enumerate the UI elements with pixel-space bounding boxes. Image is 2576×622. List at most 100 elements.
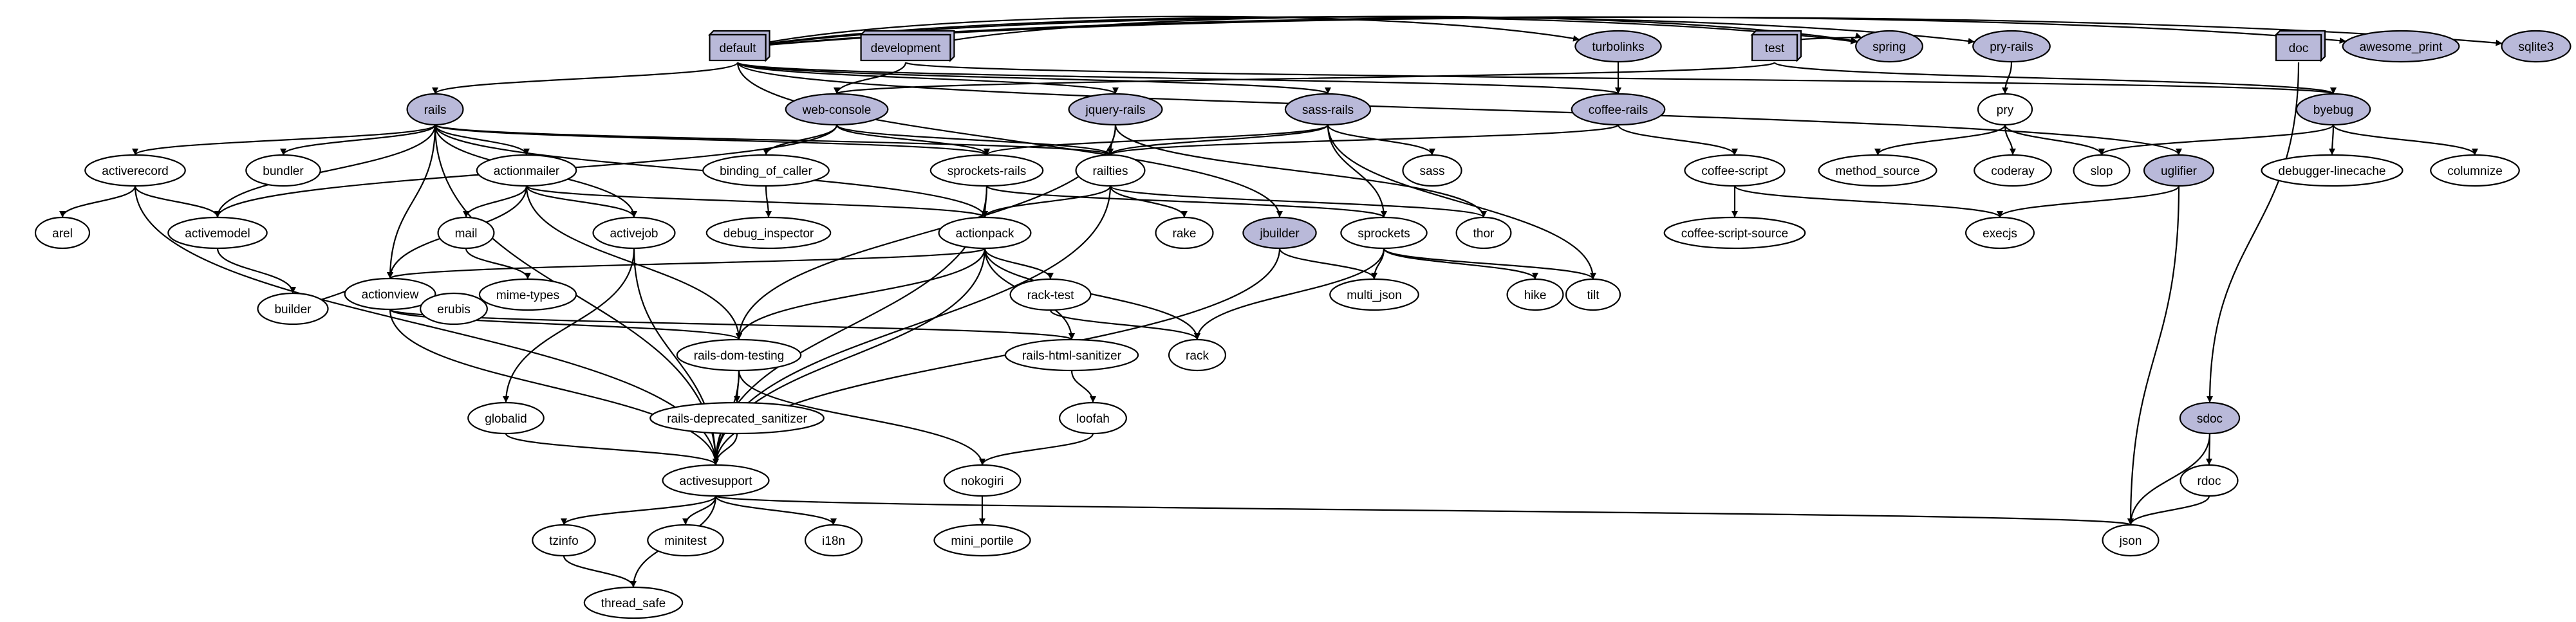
edge-rails-to-bundler: [280, 124, 436, 156]
node-awesome_print: awesome_print: [2342, 30, 2460, 63]
node-actionmailer: actionmailer: [476, 154, 577, 187]
node-label-pry-rails: pry-rails: [1990, 41, 2033, 54]
node-label-sprockets-rails: sprockets-rails: [947, 165, 1026, 178]
node-label-mime-types: mime-types: [496, 289, 559, 302]
edge-development-to-byebug: [904, 61, 2337, 95]
node-shape-rails: [406, 93, 464, 126]
edge-uglifier-to-execjs: [1997, 185, 2180, 218]
edge-sass-rails-to-sprockets: [1327, 124, 1387, 218]
node-tzinfo: tzinfo: [532, 524, 596, 557]
node-arel: arel: [34, 216, 91, 250]
node-sprockets-rails: sprockets-rails: [929, 154, 1044, 187]
edge-rails-to-activerecord: [132, 123, 436, 156]
node-label-rack-test: rack-test: [1027, 289, 1075, 302]
node-shape-tilt: [1565, 278, 1621, 311]
node-label-minitest: minitest: [664, 535, 707, 548]
node-label-i18n: i18n: [822, 535, 845, 548]
edge-rails-to-sprockets-rails: [434, 123, 990, 156]
node-shape-json: [2102, 524, 2160, 557]
node-shape-mini_portile: [933, 524, 1031, 557]
node-label-web-console: web-console: [802, 104, 872, 117]
node-minitest: minitest: [647, 524, 724, 557]
node-shape-awesome_print: [2342, 30, 2460, 63]
node-shape-byebug: [2295, 93, 2371, 126]
node-label-spring: spring: [1872, 41, 1906, 54]
node-shape-slop: [2073, 154, 2131, 187]
node-shape-arel: [34, 216, 91, 250]
node-globalid: globalid: [467, 401, 545, 435]
edge-default-to-uglifier: [736, 62, 2182, 156]
edge-actionmailer-to-actionpack: [525, 185, 988, 219]
edge-coffee-script-to-execjs: [1733, 185, 2003, 219]
node-debug_inspector: debug_inspector: [705, 216, 832, 250]
node-label-mini_portile: mini_portile: [951, 535, 1013, 548]
edge-railties-to-thor: [1109, 185, 1487, 219]
edge-activesupport-to-i18n: [714, 495, 837, 526]
node-loofah: loofah: [1059, 401, 1127, 435]
node-shape-activejob: [592, 216, 676, 250]
node-label-rails: rails: [424, 104, 447, 117]
edge-actionpack-to-rack-test: [984, 248, 1054, 280]
node-actionpack: actionpack: [938, 216, 1032, 250]
node-shape-mail: [437, 216, 495, 250]
node-shape-builder: [257, 292, 329, 325]
edge-sass-rails-to-sprockets-rails: [984, 123, 1329, 156]
node-shape-coffee-script: [1684, 154, 1786, 187]
node-uglifier: uglifier: [2143, 154, 2215, 187]
node-box-default: [709, 33, 767, 62]
edge-binding_of_caller-to-debug_inspector: [765, 185, 772, 218]
node-box-development: [860, 33, 951, 62]
node-shape-spring: [1855, 30, 1923, 63]
edge-pry-to-coderay: [2004, 124, 2016, 156]
node-label-builder: builder: [274, 303, 312, 316]
edge-mail-to-mime-types: [465, 248, 531, 280]
node-label-awesome_print: awesome_print: [2360, 41, 2443, 54]
node-label-coffee-script: coffee-script: [1701, 165, 1768, 178]
node-multi_json: multi_json: [1329, 278, 1419, 311]
node-shape-nokogiri: [943, 464, 1022, 497]
node-pry: pry: [1977, 93, 2033, 126]
edge-loofah-to-nokogiri: [979, 433, 1094, 466]
node-label-turbolinks: turbolinks: [1592, 41, 1644, 54]
node-label-activemodel: activemodel: [185, 227, 250, 241]
edge-actionmailer-to-mail: [463, 185, 528, 218]
edge-byebug-to-debugger-linecache: [2329, 124, 2336, 156]
node-label-globalid: globalid: [485, 412, 527, 426]
node-shape-mime-types: [478, 278, 577, 311]
node-label-rails-html-sanitizer: rails-html-sanitizer: [1022, 349, 1122, 363]
node-label-jquery-rails: jquery-rails: [1085, 104, 1146, 117]
node-label-method_source: method_source: [1836, 165, 1920, 178]
node-bundler: bundler: [245, 154, 321, 187]
node-label-multi_json: multi_json: [1347, 289, 1402, 302]
node-sdoc: sdoc: [2179, 401, 2241, 435]
node-columnize: columnize: [2430, 154, 2520, 187]
node-sqlite3: sqlite3: [2501, 30, 2571, 63]
edge-web-console-to-railties: [835, 123, 1114, 156]
node-doc: doc: [2274, 30, 2326, 62]
node-mini_portile: mini_portile: [933, 524, 1031, 557]
node-shape-rails-deprecated_sanitizer: [649, 401, 825, 435]
node-byebug: byebug: [2295, 93, 2371, 126]
node-method_source: method_source: [1818, 154, 1937, 187]
node-coffee-script-source: coffee-script-source: [1663, 216, 1806, 250]
node-label-execjs: execjs: [1983, 227, 2017, 241]
edge-railties-to-rake: [1109, 185, 1188, 218]
node-label-thread_safe: thread_safe: [601, 597, 666, 610]
edge-pry-to-method_source: [1874, 124, 2006, 156]
node-shape-rails-dom-testing: [676, 338, 802, 372]
node-label-arel: arel: [52, 227, 73, 241]
edge-byebug-to-columnize: [2332, 124, 2478, 156]
node-shape-activerecord: [84, 154, 186, 187]
node-shape-globalid: [467, 401, 545, 435]
node-shape-pry: [1977, 93, 2033, 126]
node-shape-columnize: [2430, 154, 2520, 187]
edge-pry-to-slop: [2004, 124, 2105, 156]
edge-sass-rails-to-railties: [1107, 124, 1329, 156]
node-hike: hike: [1506, 278, 1564, 311]
node-box-doc: [2275, 33, 2322, 62]
node-spring: spring: [1855, 30, 1923, 63]
node-development: development: [859, 30, 955, 62]
node-label-sass-rails: sass-rails: [1302, 104, 1354, 117]
edge-web-console-to-sprockets-rails: [835, 124, 990, 156]
